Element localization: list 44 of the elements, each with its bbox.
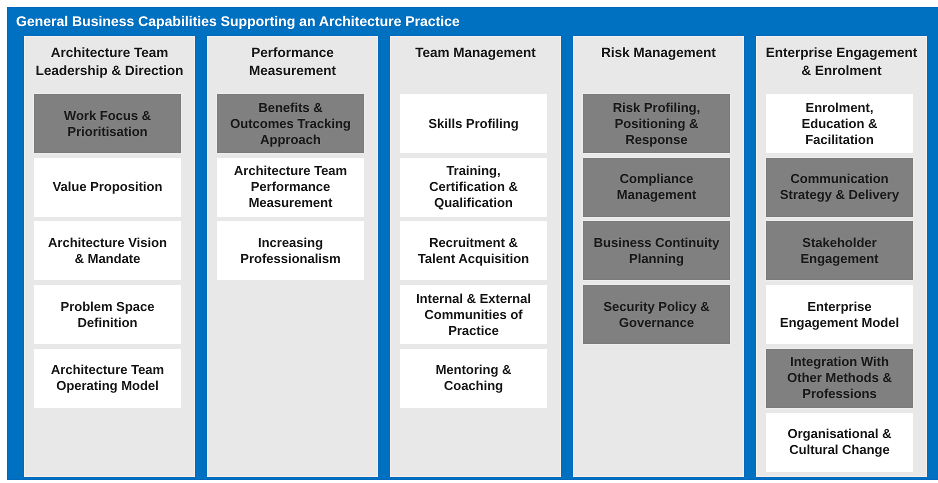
highlighted-capability-box [766,348,913,408]
capability-label: Recruitment & Talent Acquisition [416,234,530,267]
category-column [573,36,744,477]
highlighted-capability-box [583,94,730,153]
highlighted-capability-box [583,285,730,344]
capability-label: Value Proposition [52,179,164,196]
highlighted-capability-box [217,94,364,153]
column-heading: Architecture Team Leadership & Direction [34,44,184,80]
capability-label: Mentoring & Coaching [434,362,512,394]
capability-label: Enterprise Engagement Model [778,298,900,331]
capability-label: Skills Profiling [427,116,520,132]
highlighted-capability-box [583,221,730,280]
capability-label: Integration With Other Methods & Professions [786,354,893,402]
capability-label: Enrolment, Education & Facilitation [800,100,878,148]
capability-label: Stakeholder Engagement [799,234,880,267]
highlighted-capability-box [34,94,181,153]
capability-label: Organisational & Cultural Change [786,426,893,458]
column-heading: Performance Measurement [248,44,338,80]
column-heading: Enterprise Engagement & Enrolment [764,44,918,80]
capability-label: Risk Profiling, Positioning & Response [612,100,702,148]
capability-label: Problem Space Definition [60,298,156,331]
capability-label: Work Focus & Prioritisation [62,108,152,140]
capability-label: Business Continuity Planning [592,234,720,267]
capability-label: Security Policy & Governance [602,298,711,331]
category-column [390,36,561,477]
capability-label: Internal & External Communities of Practice [415,290,532,339]
capability-label: Compliance Management [616,171,698,204]
highlighted-capability-box [766,221,913,280]
category-column [24,36,195,477]
highlighted-capability-box [583,158,730,217]
column-heading: Team Management [414,44,537,62]
category-column [207,36,378,477]
capability-frame [7,7,938,480]
frame-title: General Business Capabilities Supporting an Architecture Practice [16,13,460,29]
column-heading: Risk Management [600,44,717,62]
capability-label: Training, Certification & Qualification [428,163,519,212]
capability-label: Architecture Team Performance Measurement [232,163,348,212]
highlighted-capability-box [766,158,913,217]
category-column [756,36,927,477]
capability-label: Communication Strategy & Delivery [778,171,900,204]
capability-label: Increasing Professionalism [239,234,342,267]
capability-label: Benefits & Outcomes Tracking Approach [229,100,352,148]
capability-label: Architecture Team Operating Model [50,362,166,394]
capability-label: Architecture Vision & Mandate [47,234,168,267]
